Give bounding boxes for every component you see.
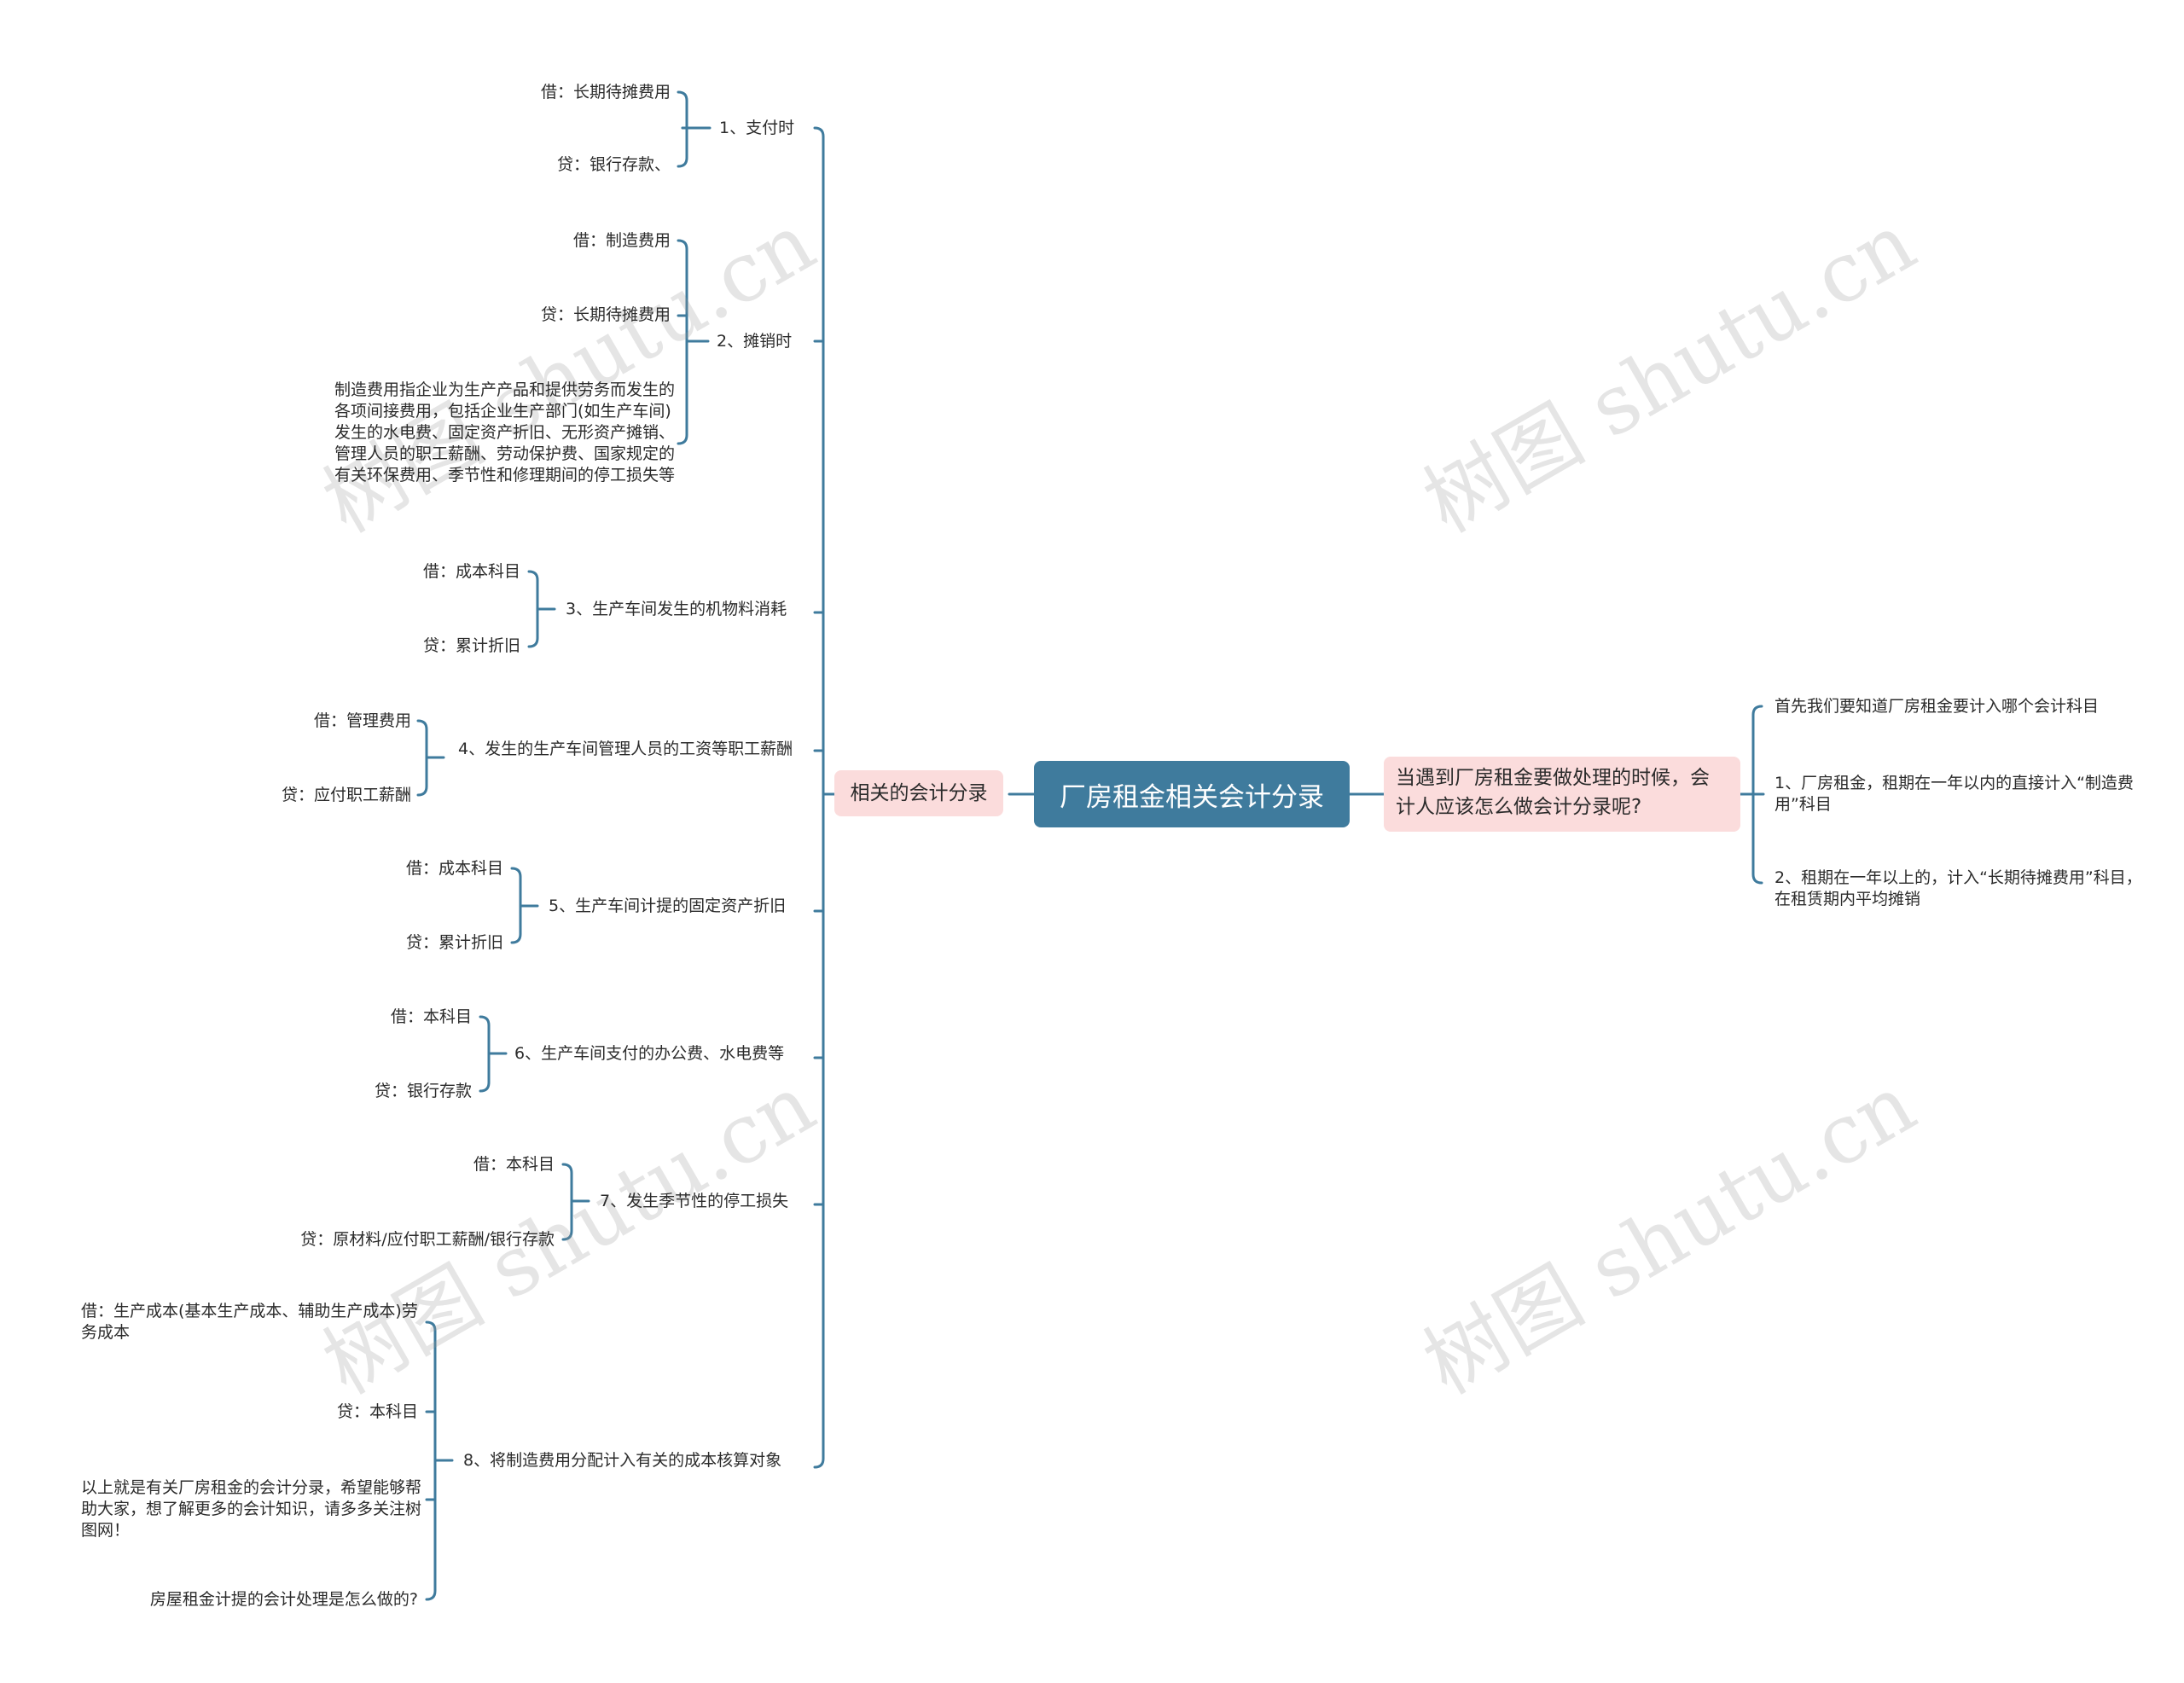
left-item-6-child-1: 借：本科目 — [390, 1007, 472, 1026]
left-item-5-child-2: 贷：累计折旧 — [405, 933, 503, 952]
left-item-7-child-1: 借：本科目 — [473, 1155, 555, 1174]
left-item-8-child-3: 以上就是有关厂房租金的会计分录，希望能够帮助大家，想了解更多的会计知识，请多多关… — [81, 1478, 422, 1540]
left-item-1-child-2: 贷：银行存款、 — [556, 155, 671, 174]
left-item-6-child-2: 贷：银行存款 — [374, 1082, 472, 1100]
left-item-8-child-4: 房屋租金计提的会计处理是怎么做的? — [149, 1590, 418, 1609]
left-item-8[interactable]: 8、将制造费用分配计入有关的成本核算对象 — [463, 1451, 782, 1470]
left-item-4[interactable]: 4、发生的生产车间管理人员的工资等职工薪酬 — [458, 740, 793, 758]
left-item-7[interactable]: 7、发生季节性的停工损失 — [600, 1192, 789, 1210]
root-node[interactable]: 厂房租金相关会计分录 — [1034, 761, 1350, 827]
right-item-3: 2、租期在一年以上的，计入“长期待摊费用”科目，在租赁期内平均摊销 — [1774, 868, 2142, 908]
left-item-8-child-2: 贷：本科目 — [336, 1402, 418, 1421]
left-item-7-child-2: 贷：原材料/应付职工薪酬/银行存款 — [300, 1230, 555, 1249]
left-item-4-child-2: 贷：应付职工薪酬 — [281, 786, 411, 804]
right-item-2: 1、厂房租金，租期在一年以内的直接计入“制造费用”科目 — [1774, 774, 2134, 814]
left-item-2-child-1: 借：制造费用 — [572, 231, 671, 250]
left-item-1[interactable]: 1、支付时 — [719, 119, 795, 137]
left-branch-node[interactable]: 相关的会计分录 — [834, 770, 1003, 816]
left-item-5-child-1: 借：成本科目 — [405, 859, 503, 878]
left-item-2[interactable]: 2、摊销时 — [717, 332, 793, 351]
right-item-1: 首先我们要知道厂房租金要计入哪个会计科目 — [1774, 697, 2100, 716]
left-item-3-child-1: 借：成本科目 — [422, 562, 520, 581]
left-item-4-child-1: 借：管理费用 — [313, 711, 411, 730]
left-item-5[interactable]: 5、生产车间计提的固定资产折旧 — [549, 897, 787, 915]
left-item-3[interactable]: 3、生产车间发生的机物料消耗 — [566, 600, 787, 618]
right-branch-node[interactable]: 当遇到厂房租金要做处理的时候，会计人应该怎么做会计分录呢? — [1384, 757, 1740, 832]
left-item-2-child-2: 贷：长期待摊费用 — [540, 305, 671, 324]
left-item-1-child-1: 借：长期待摊费用 — [540, 83, 671, 102]
left-item-6[interactable]: 6、生产车间支付的办公费、水电费等 — [514, 1044, 785, 1063]
left-item-8-child-1: 借：生产成本(基本生产成本、辅助生产成本)劳务成本 — [81, 1302, 418, 1342]
left-item-2-child-3: 制造费用指企业为生产产品和提供劳务而发生的各项间接费用，包括企业生产部门(如生产… — [334, 380, 676, 485]
left-item-3-child-2: 贷：累计折旧 — [422, 636, 520, 655]
